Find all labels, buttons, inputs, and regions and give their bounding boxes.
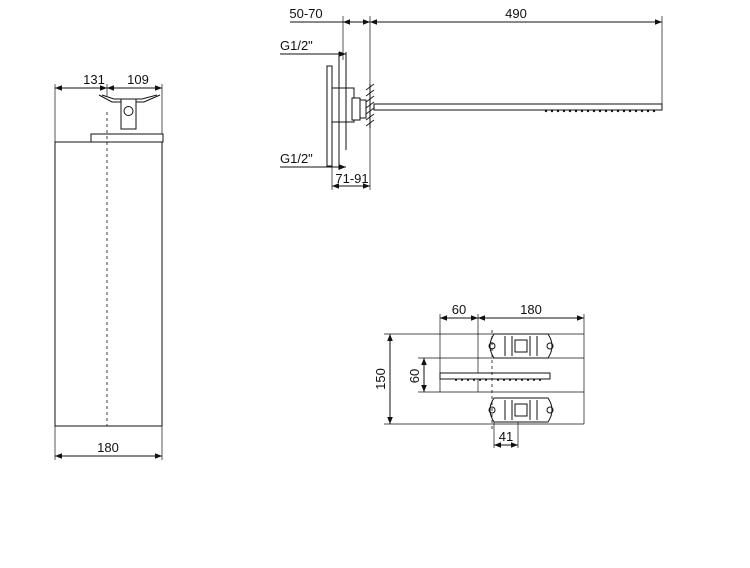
side-view: 50-70 490 G1/2" bbox=[280, 6, 663, 190]
shower-head-top bbox=[439, 372, 551, 380]
nozzle-row-top bbox=[455, 379, 541, 381]
wall-plate bbox=[90, 133, 164, 143]
dim-label-arm: 490 bbox=[505, 6, 527, 21]
thread-label-bottom: G1/2" bbox=[280, 151, 313, 166]
dim-label-inner: 60 bbox=[407, 369, 422, 383]
mounting-bracket-bottom bbox=[488, 397, 554, 423]
dim-label-height: 150 bbox=[373, 368, 388, 390]
shower-arm bbox=[373, 103, 663, 111]
nozzle-row bbox=[544, 109, 656, 113]
dim-label-right: 109 bbox=[127, 72, 149, 87]
shower-head-front bbox=[54, 141, 163, 427]
arm-collar bbox=[351, 97, 361, 121]
dim-label-depth: 71-91 bbox=[335, 171, 368, 186]
dim-label-width-top: 180 bbox=[520, 302, 542, 317]
dim-label-small: 41 bbox=[499, 429, 513, 444]
thread-label-top: G1/2" bbox=[280, 38, 313, 53]
dim-label-left: 131 bbox=[83, 72, 105, 87]
mixer-body bbox=[120, 98, 137, 130]
front-view: 131 109 180 bbox=[54, 72, 164, 460]
back-plate bbox=[326, 65, 333, 167]
top-view: 60 180 150 60 bbox=[373, 302, 585, 448]
mounting-bracket-top bbox=[488, 333, 554, 359]
dim-label-offset: 60 bbox=[452, 302, 466, 317]
dim-label-wall: 50-70 bbox=[289, 6, 322, 21]
valve-body bbox=[331, 87, 355, 123]
dim-label-width: 180 bbox=[97, 440, 119, 455]
mixer-knob bbox=[123, 106, 134, 116]
